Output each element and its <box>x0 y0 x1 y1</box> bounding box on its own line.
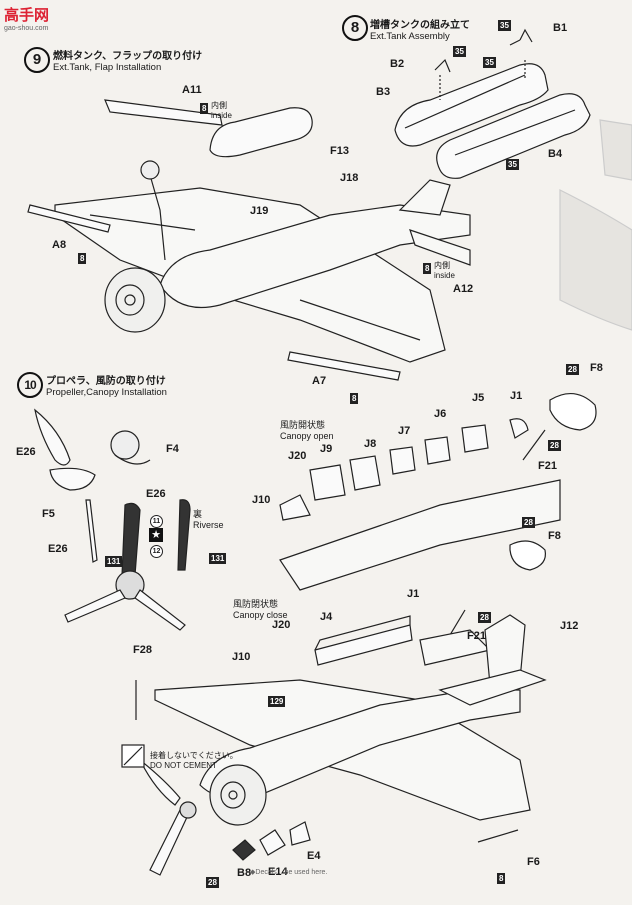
part-a12: A12 <box>453 283 474 295</box>
badge-11: 11 <box>150 515 163 528</box>
no-cement-note: 接着しないでください。DO NOT CEMENT <box>150 751 238 770</box>
part-j20-close: J20 <box>272 619 291 631</box>
badge-131-left: 131 <box>105 556 123 567</box>
part-f8-b: F8 <box>548 530 561 542</box>
step-10-title: プロペラ、風防の取り付け Propeller,Canopy Installati… <box>46 376 167 398</box>
part-j18: J18 <box>340 172 359 184</box>
part-j1-close: J1 <box>407 588 420 600</box>
step-9-number: 9 <box>24 47 50 73</box>
badge-8-a11: 8 <box>200 103 209 114</box>
part-f5: F5 <box>42 508 55 520</box>
part-b8: B8 <box>237 867 252 879</box>
footer-note: ◆Decals... be used here. <box>250 869 328 876</box>
part-j9: J9 <box>320 443 333 455</box>
badge-8-inside: 8 <box>423 263 432 274</box>
badge-28-b8: 28 <box>206 877 219 888</box>
part-j10-close: J10 <box>232 651 251 663</box>
badge-8-f6: 8 <box>497 873 506 884</box>
badge-35-tank: 35 <box>483 57 496 68</box>
part-f21-b: F21 <box>467 630 486 642</box>
step-8-number: 8 <box>342 15 368 41</box>
part-a7: A7 <box>312 375 327 387</box>
part-e26-a: E26 <box>16 446 36 458</box>
badge-35-b2: 35 <box>453 46 466 57</box>
badge-28-f8a: 28 <box>566 364 579 375</box>
part-e26-b: E26 <box>146 488 166 500</box>
part-j20-open: J20 <box>288 450 307 462</box>
badge-8-a7: 8 <box>350 393 359 404</box>
badge-28-f8b: 28 <box>522 517 535 528</box>
star-decal-icon: ★ <box>149 528 163 542</box>
part-j19: J19 <box>250 205 269 217</box>
badge-28-f21b: 28 <box>478 612 491 623</box>
part-f4: F4 <box>166 443 179 455</box>
part-e4: E4 <box>307 850 321 862</box>
part-j4: J4 <box>320 611 333 623</box>
part-b4: B4 <box>548 148 563 160</box>
part-j8: J8 <box>364 438 377 450</box>
badge-131-right: 131 <box>209 553 227 564</box>
badge-12: 12 <box>150 545 163 558</box>
part-e26-c: E26 <box>48 543 68 555</box>
part-f8-a: F8 <box>590 362 603 374</box>
part-f28: F28 <box>133 644 152 656</box>
badge-28-f21a: 28 <box>548 440 561 451</box>
watermark-logo: 高手网 gao-shou.com <box>4 7 50 32</box>
badge-8-a8: 8 <box>78 253 87 264</box>
step-9-title: 燃料タンク、フラップの取り付け Ext.Tank, Flap Installat… <box>53 51 203 73</box>
part-j12: J12 <box>560 620 579 632</box>
part-a8: A8 <box>52 239 67 251</box>
part-e14: E14 <box>268 866 288 878</box>
part-j5: J5 <box>472 392 485 404</box>
part-f21-a: F21 <box>538 460 557 472</box>
badge-129: 129 <box>268 696 286 707</box>
badge-35-b4: 35 <box>506 159 519 170</box>
part-b3: B3 <box>376 86 391 98</box>
part-j10-open: J10 <box>252 494 271 506</box>
part-f6: F6 <box>527 856 540 868</box>
part-j7: J7 <box>398 425 411 437</box>
part-b1: B1 <box>553 22 568 34</box>
part-a11: A11 <box>182 84 202 96</box>
part-b2: B2 <box>390 58 405 70</box>
part-j6: J6 <box>434 408 447 420</box>
step-10-number: 10 <box>17 372 43 398</box>
part-j1-open: J1 <box>510 390 523 402</box>
badge-35-b1: 35 <box>498 20 511 31</box>
part-f13: F13 <box>330 145 349 157</box>
step-8-title: 増槽タンクの組み立て Ext.Tank Assembly <box>370 20 470 42</box>
